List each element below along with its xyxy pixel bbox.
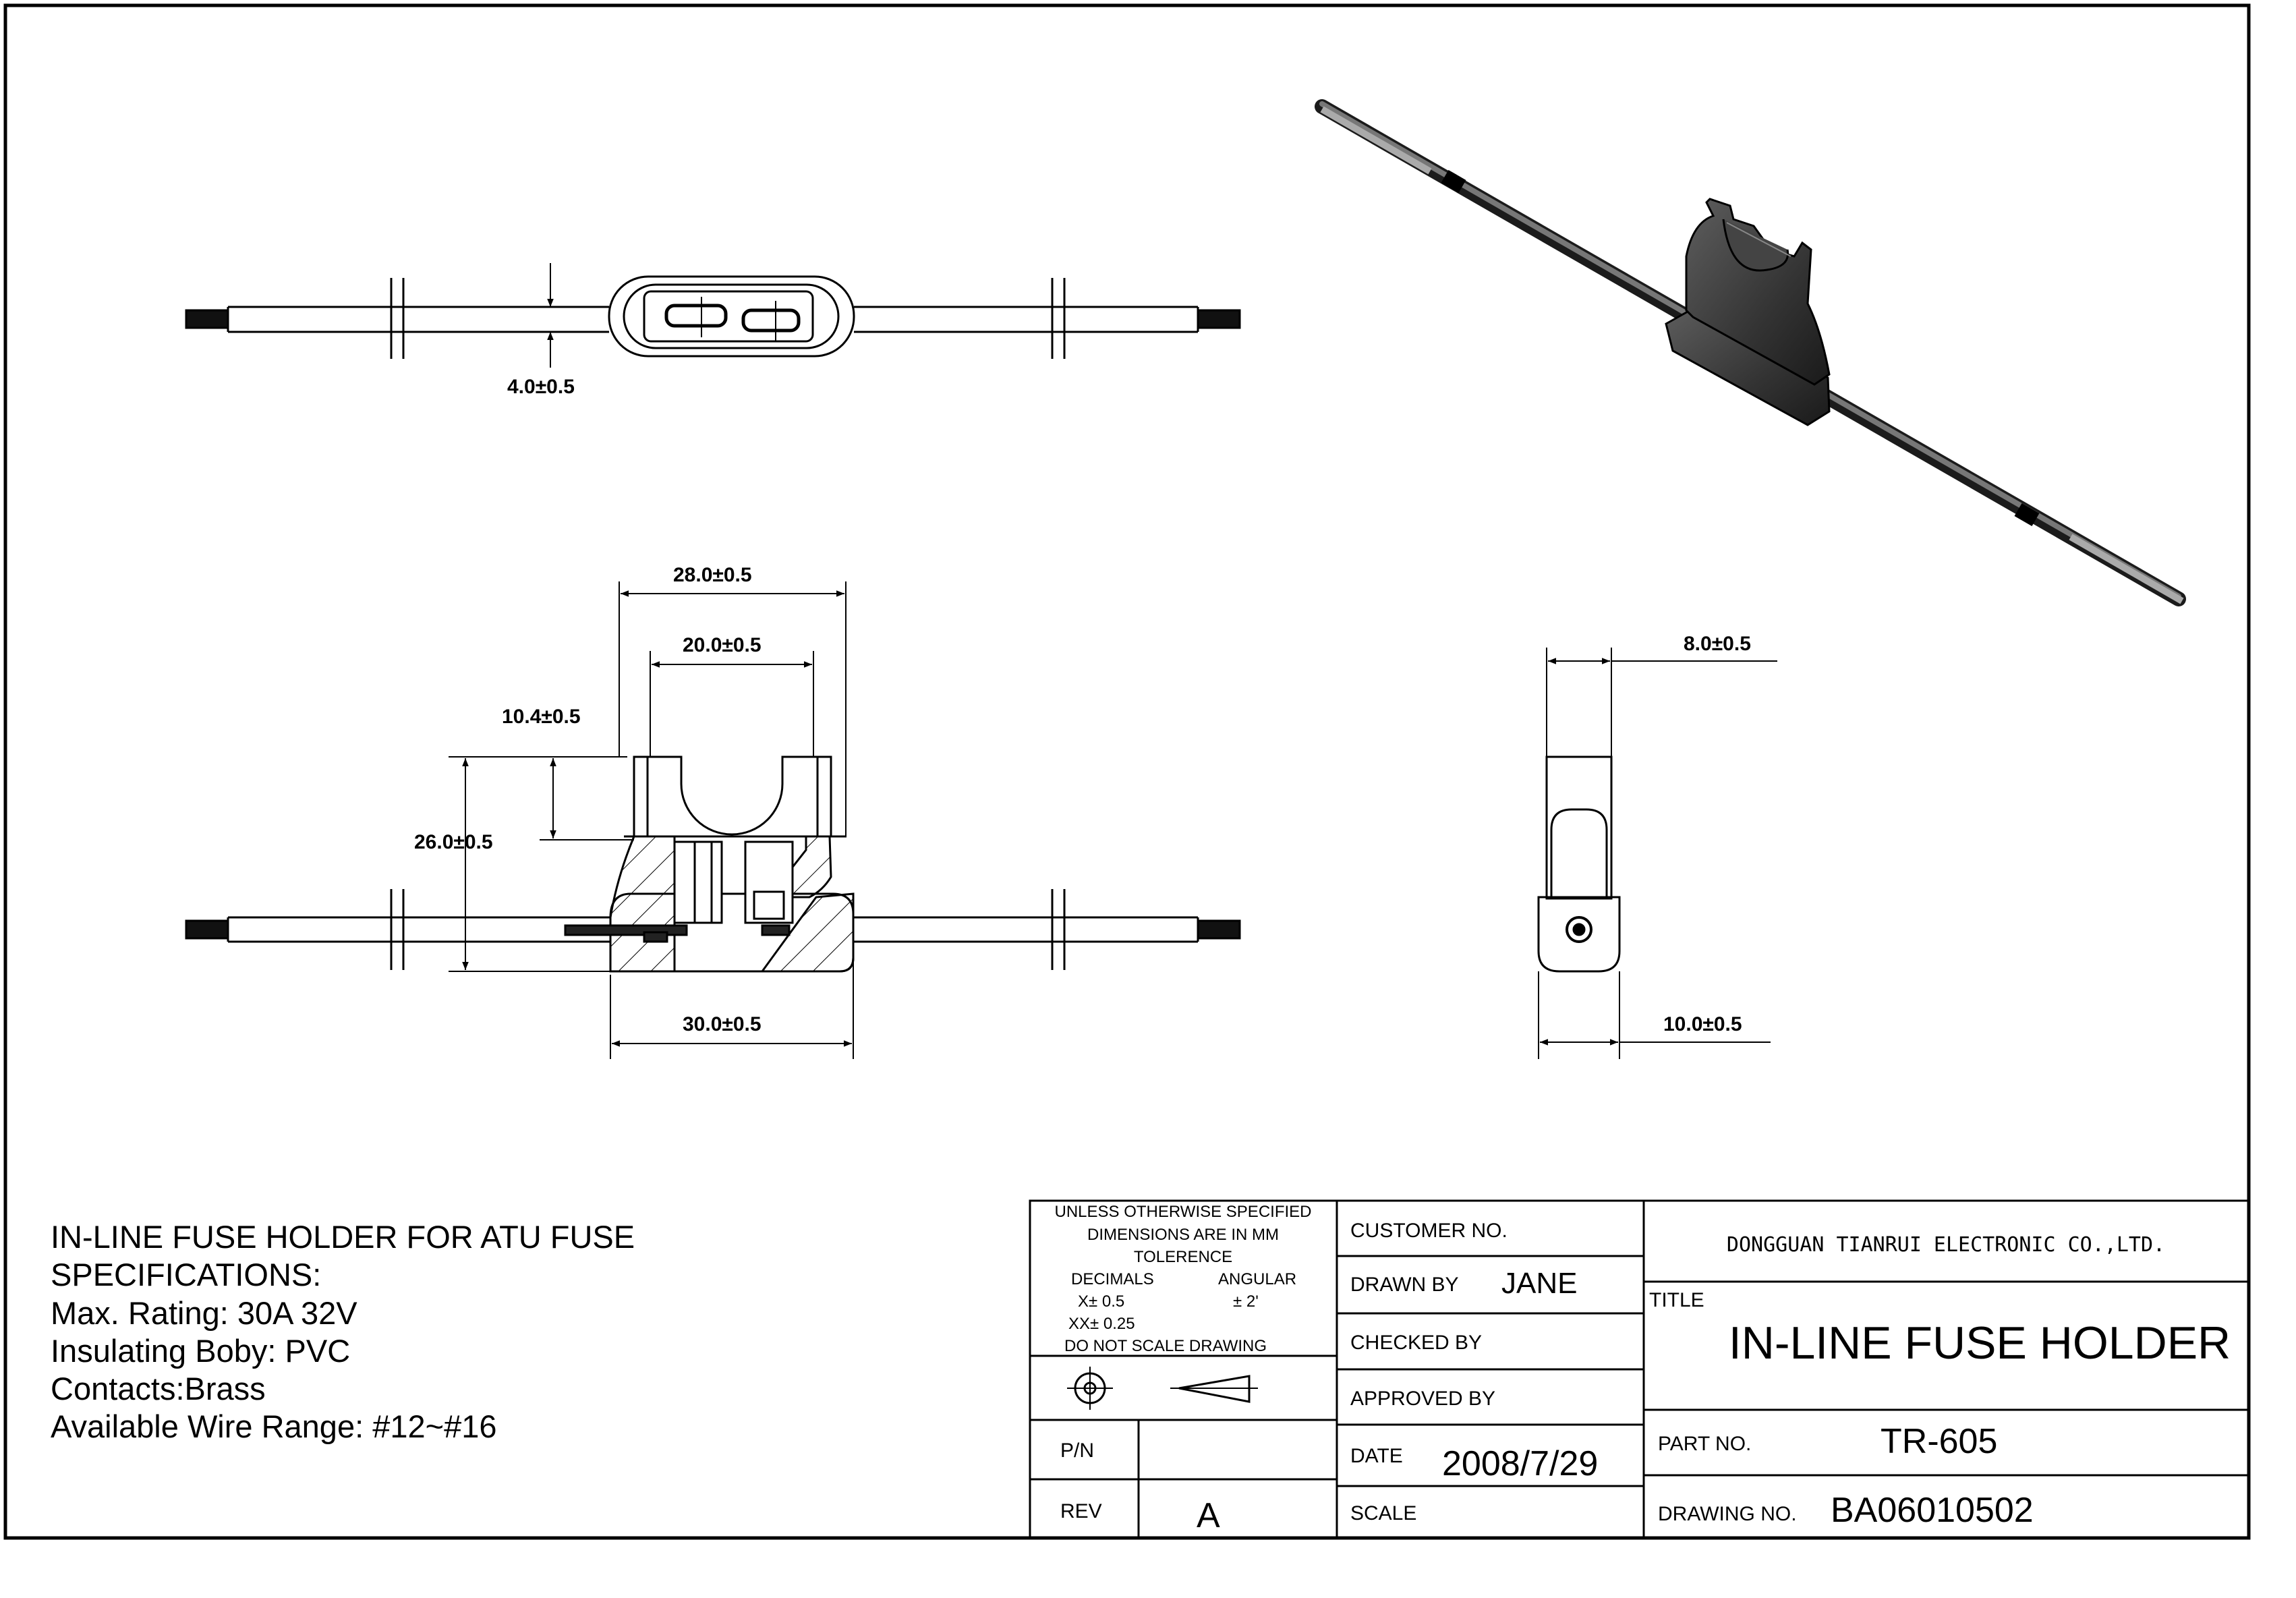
approved-by-label: APPROVED BY — [1350, 1388, 1495, 1410]
company-name: DONGGUAN TIANRUI ELECTRONIC CO.,LTD. — [1727, 1233, 2165, 1257]
specifications: IN-LINE FUSE HOLDER FOR ATU FUSE SPECIFI… — [51, 1219, 635, 1444]
tol-line-3: TOLERENCE — [1134, 1248, 1232, 1266]
title-block-text: UNLESS OTHERWISE SPECIFIED DIMENSIONS AR… — [1055, 1203, 2231, 1535]
tol-line-2: DIMENSIONS ARE IN MM — [1087, 1226, 1279, 1244]
dim-height: 26.0±0.5 — [414, 831, 493, 853]
dim-inner-width: 20.0±0.5 — [683, 634, 762, 656]
right-terminal-front — [1197, 919, 1241, 940]
drawn-by-label: DRAWN BY — [1350, 1274, 1459, 1296]
tol-no-scale: DO NOT SCALE DRAWING — [1064, 1337, 1267, 1355]
spec-line-6: Available Wire Range: #12~#16 — [51, 1408, 497, 1444]
checked-by-label: CHECKED BY — [1350, 1332, 1482, 1354]
spec-line-1: IN-LINE FUSE HOLDER FOR ATU FUSE — [51, 1219, 635, 1255]
isometric-view — [1315, 99, 2186, 606]
dim-side-bottom: 10.0±0.5 — [1663, 1013, 1742, 1035]
part-no-label: PART NO. — [1658, 1433, 1751, 1455]
spec-line-4: Insulating Boby: PVC — [51, 1333, 350, 1369]
dim-base-width: 30.0±0.5 — [683, 1013, 762, 1035]
side-base — [1537, 896, 1621, 973]
drawn-by-value: JANE — [1501, 1267, 1577, 1300]
dim-wire-gap: 4.0±0.5 — [507, 376, 575, 398]
spec-line-3: Max. Rating: 30A 32V — [51, 1295, 357, 1331]
section-hatch-right — [760, 892, 855, 973]
spec-line-2: SPECIFICATIONS: — [51, 1257, 321, 1292]
customer-no-label: CUSTOMER NO. — [1350, 1220, 1508, 1242]
tol-angular: ANGULAR — [1218, 1270, 1296, 1288]
dim-overall-width: 28.0±0.5 — [673, 564, 752, 586]
title-block — [1029, 1199, 2250, 1539]
rev-label: REV — [1060, 1500, 1102, 1522]
title-value: IN-LINE FUSE HOLDER — [1729, 1317, 2231, 1369]
holder-upper-front — [633, 755, 832, 838]
iso-holder-upper — [1685, 198, 1831, 386]
pn-label: P/N — [1060, 1439, 1094, 1462]
date-value: 2008/7/29 — [1442, 1444, 1598, 1483]
right-terminal-top — [1197, 309, 1241, 329]
tol-xx: XX± 0.25 — [1068, 1315, 1135, 1333]
left-terminal-top — [185, 309, 229, 329]
scale-label: SCALE — [1350, 1502, 1416, 1524]
drawing-no-value: BA06010502 — [1831, 1491, 2034, 1530]
tol-x: X± 0.5 — [1078, 1292, 1124, 1311]
contact-slot-left — [664, 304, 728, 328]
top-view — [185, 263, 1241, 368]
part-no-value: TR-605 — [1881, 1422, 1997, 1461]
drawing-no-label: DRAWING NO. — [1658, 1503, 1797, 1525]
section-hatch-left — [609, 835, 676, 973]
left-terminal-front — [185, 919, 229, 940]
tol-angle-value: ± 2' — [1233, 1292, 1259, 1311]
side-view — [1537, 648, 1777, 1059]
contact-slot-right — [741, 308, 801, 333]
title-label: TITLE — [1649, 1289, 1704, 1311]
date-label: DATE — [1350, 1445, 1403, 1467]
front-view — [185, 581, 1241, 1059]
holder-body-top — [608, 275, 855, 358]
dim-side-top: 8.0±0.5 — [1684, 633, 1751, 655]
tol-line-1: UNLESS OTHERWISE SPECIFIED — [1055, 1203, 1312, 1221]
rev-value: A — [1197, 1496, 1220, 1535]
tol-decimals: DECIMALS — [1071, 1270, 1154, 1288]
dim-slot-depth: 10.4±0.5 — [502, 706, 581, 728]
side-upper — [1545, 755, 1613, 900]
spec-line-5: Contacts:Brass — [51, 1371, 266, 1406]
side-wire-hole — [1566, 916, 1592, 943]
